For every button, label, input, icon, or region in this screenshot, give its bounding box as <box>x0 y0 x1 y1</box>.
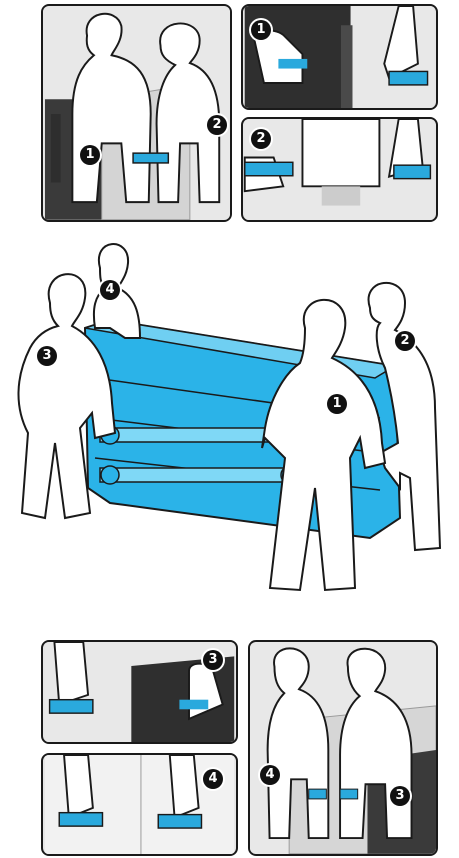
panel-bottom-left-handle-3: 3 <box>41 640 238 744</box>
person-label-3: 3 <box>37 346 57 366</box>
panel-badge-1: 1 <box>80 145 100 165</box>
panel-badge-4: 4 <box>203 769 223 789</box>
panel-badge-3: 3 <box>203 650 223 670</box>
panel-top-right-handle-2: 2 <box>241 117 438 222</box>
person-label-4: 4 <box>100 280 120 300</box>
panel-bottom-left-handle-4: 4 <box>41 753 238 856</box>
panel-top-left-lift-view: 1 2 <box>41 4 232 222</box>
lift-illustration-bottom-right <box>250 642 436 854</box>
panel-badge-3: 3 <box>390 786 410 806</box>
main-lift-illustration: 1 2 3 4 <box>0 228 459 608</box>
panel-top-right-handle-1: 1 <box>241 4 438 110</box>
panel-bottom-right-lift-view: 4 3 <box>248 640 438 856</box>
panel-badge-2: 2 <box>207 115 227 135</box>
panel-badge-2: 2 <box>251 129 271 149</box>
handle-illustration-1 <box>243 6 436 108</box>
handle-illustration-2 <box>243 119 436 220</box>
person-label-2: 2 <box>395 331 415 351</box>
printer-lift-scene <box>0 228 459 608</box>
panel-badge-1: 1 <box>251 20 271 40</box>
panel-badge-4: 4 <box>260 765 280 785</box>
person-label-1: 1 <box>327 394 347 414</box>
lift-illustration-top-left <box>43 6 230 220</box>
